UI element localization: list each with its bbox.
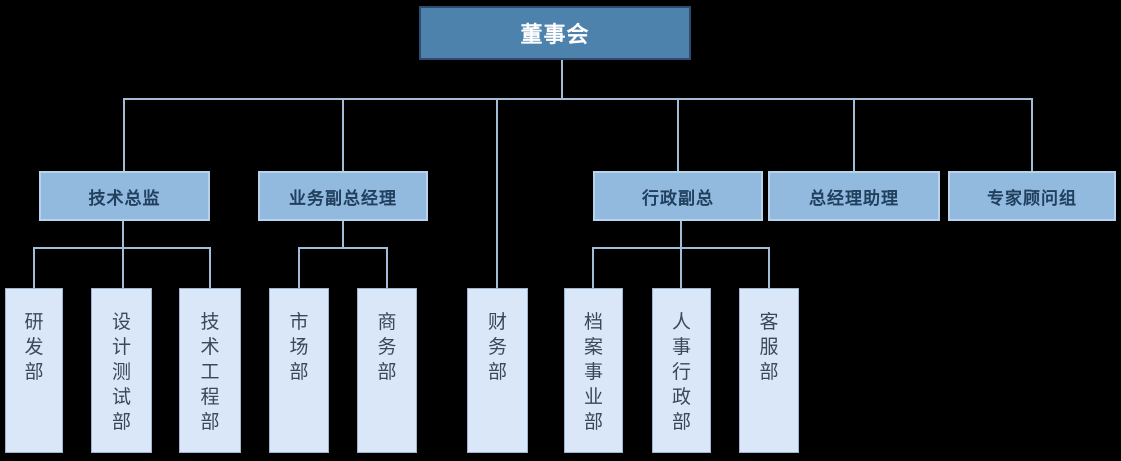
org-node-archive-business-dept[interactable]: 档 案 事 业 部	[564, 288, 623, 453]
connector-drop-market-dept	[298, 247, 300, 290]
connector-drop-expert-group	[1031, 98, 1033, 173]
org-node-board[interactable]: 董事会	[419, 6, 691, 60]
connector-admin-bus	[592, 247, 770, 249]
org-node-expert-advisory-group[interactable]: 专家顾问组	[948, 171, 1116, 221]
connector-drop-gm-assistant	[853, 98, 855, 173]
org-node-gm-assistant[interactable]: 总经理助理	[768, 171, 940, 221]
org-node-admin-deputy[interactable]: 行政副总	[593, 171, 763, 221]
org-node-hr-admin-dept[interactable]: 人 事 行 政 部	[652, 288, 711, 453]
org-node-rd-dept[interactable]: 研 发 部	[5, 288, 63, 453]
connector-level1-bus	[123, 98, 1033, 100]
org-node-marketing-dept[interactable]: 市 场 部	[269, 288, 329, 453]
connector-admin-deputy-stem	[680, 221, 682, 290]
connector-drop-tech-director	[123, 98, 125, 173]
connector-drop-service-dept	[768, 247, 770, 290]
org-node-commerce-dept[interactable]: 商 务 部	[357, 288, 417, 453]
connector-drop-finance-dept	[496, 98, 498, 290]
connector-tech-director-stem	[122, 221, 124, 290]
connector-drop-commerce-dept	[386, 247, 388, 290]
connector-business-deputy-stem	[342, 221, 344, 249]
connector-drop-rd-dept	[33, 247, 35, 290]
org-node-business-deputy-gm[interactable]: 业务副总经理	[258, 171, 428, 221]
org-node-finance-dept[interactable]: 财 务 部	[467, 288, 528, 453]
org-node-tech-engineering-dept[interactable]: 技 术 工 程 部	[179, 288, 241, 453]
connector-drop-business-deputy	[342, 98, 344, 173]
org-node-customer-service-dept[interactable]: 客 服 部	[739, 288, 799, 453]
connector-drop-admin-deputy	[677, 98, 679, 173]
connector-drop-archive-dept	[592, 247, 594, 290]
org-node-design-test-dept[interactable]: 设 计 测 试 部	[91, 288, 152, 453]
org-node-tech-director[interactable]: 技术总监	[39, 171, 210, 221]
connector-tech-bus	[33, 247, 211, 249]
connector-business-bus	[298, 247, 388, 249]
connector-root-stem	[561, 60, 563, 100]
connector-drop-tech-eng-dept	[209, 247, 211, 290]
